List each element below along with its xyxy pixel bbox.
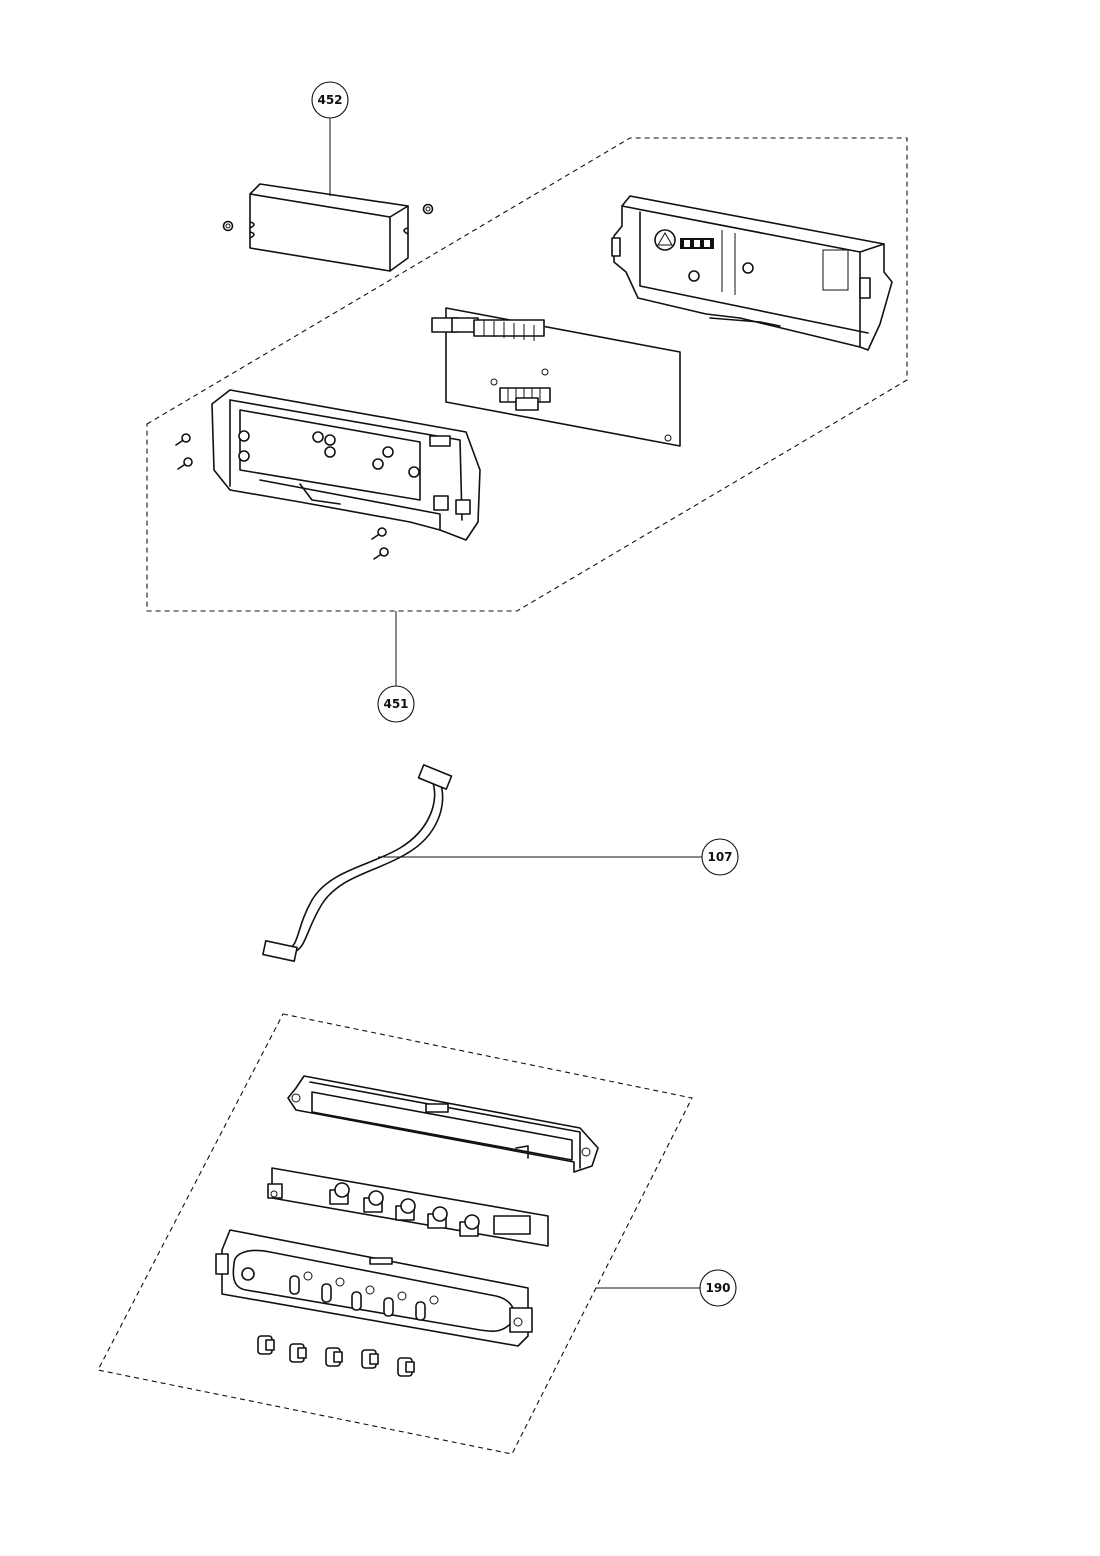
callout-451-label: 451 <box>383 697 408 711</box>
assembly-451-boundary <box>146 137 908 612</box>
screw-icon <box>371 527 387 540</box>
control-pcb <box>431 307 681 447</box>
assembly-190-boundary <box>97 1013 693 1455</box>
wire-harness <box>262 764 453 962</box>
front-panel <box>215 1229 533 1347</box>
button-cap <box>325 1347 343 1367</box>
screw-icon <box>177 457 193 470</box>
rear-housing <box>611 195 893 351</box>
callout-452: 452 <box>311 81 349 119</box>
screw-icon <box>175 433 191 446</box>
callout-107-label: 107 <box>707 850 732 864</box>
part-452-module <box>249 183 409 272</box>
callout-451: 451 <box>377 685 415 723</box>
screw-icon <box>373 547 389 560</box>
screw-icon <box>422 203 434 215</box>
callout-452-label: 452 <box>317 93 342 107</box>
front-housing <box>211 389 481 541</box>
callout-107: 107 <box>701 838 739 876</box>
button-cap <box>257 1335 275 1355</box>
button-cap <box>361 1349 379 1369</box>
button-pcb <box>267 1167 549 1247</box>
callout-190: 190 <box>699 1269 737 1307</box>
button-cap <box>289 1343 307 1363</box>
control-panel-frame <box>287 1075 599 1173</box>
screw-icon <box>222 220 234 232</box>
callout-190-label: 190 <box>705 1281 730 1295</box>
button-cap <box>397 1357 415 1377</box>
